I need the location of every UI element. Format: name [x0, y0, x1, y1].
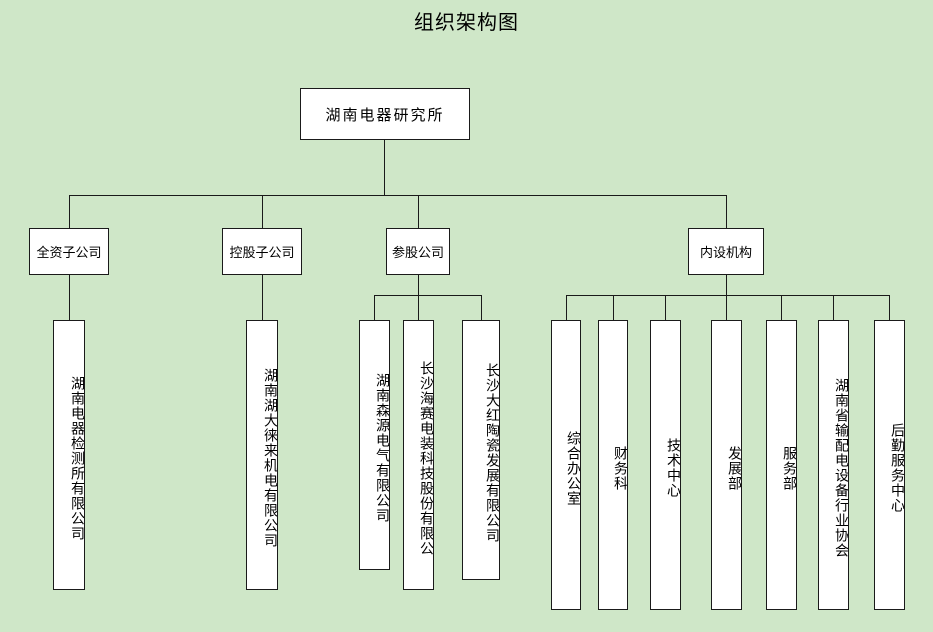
node-leaf-hunan-electric-testing-label: 湖南电器检测所有限公司 — [69, 375, 85, 541]
connector-drop-internal — [726, 195, 727, 228]
node-wholly-owned[interactable]: 全资子公司 — [29, 228, 109, 275]
connector-internal-child-3 — [665, 295, 666, 320]
node-leaf-service-dept-label: 服务部 — [781, 445, 797, 491]
node-root-label: 湖南电器研究所 — [325, 105, 445, 124]
page-title: 组织架构图 — [414, 10, 519, 34]
node-leaf-changsha-dahong-label: 长沙大红陶瓷发展有限公司 — [484, 363, 500, 543]
node-leaf-service-dept[interactable]: 服务部 — [766, 320, 797, 610]
connector-equity-child-2 — [418, 295, 419, 320]
node-leaf-changsha-haisai[interactable]: 长沙海赛电装科技股份有限公 — [403, 320, 434, 590]
node-internal[interactable]: 内设机构 — [688, 228, 764, 275]
node-leaf-changsha-dahong[interactable]: 长沙大红陶瓷发展有限公司 — [462, 320, 500, 580]
connector-internal-child-4 — [726, 295, 727, 320]
node-equity-label: 参股公司 — [391, 246, 444, 261]
connector-root-stem — [384, 140, 385, 195]
node-leaf-technology-center-label: 技术中心 — [665, 438, 681, 498]
connector-internal-child-5 — [781, 295, 782, 320]
connector-equity-bus — [374, 295, 481, 296]
node-leaf-development-dept[interactable]: 发展部 — [711, 320, 742, 610]
connector-wholly-owned-to-child — [69, 275, 70, 320]
node-wholly-owned-label: 全资子公司 — [36, 246, 102, 261]
connector-drop-wholly-owned — [69, 195, 70, 228]
connector-level2-bus — [69, 195, 727, 196]
node-holding[interactable]: 控股子公司 — [222, 228, 302, 275]
node-leaf-changsha-haisai-label: 长沙海赛电装科技股份有限公 — [418, 360, 434, 556]
node-leaf-hunan-hudalailai[interactable]: 湖南湖大徕来机电有限公司 — [246, 320, 278, 590]
node-leaf-hunan-electric-testing[interactable]: 湖南电器检测所有限公司 — [53, 320, 85, 590]
connector-internal-child-2 — [613, 295, 614, 320]
connector-drop-equity — [418, 195, 419, 228]
node-leaf-general-office-label: 综合办公室 — [565, 430, 581, 506]
connector-internal-bus — [566, 295, 889, 296]
connector-internal-child-7 — [889, 295, 890, 320]
node-internal-label: 内设机构 — [699, 246, 752, 261]
node-leaf-hunan-senyuan-label: 湖南森源电气有限公司 — [374, 373, 390, 523]
node-holding-label: 控股子公司 — [229, 246, 295, 261]
connector-drop-holding — [262, 195, 263, 228]
node-leaf-logistics-center-label: 后勤服务中心 — [889, 423, 905, 513]
connector-equity-child-1 — [374, 295, 375, 320]
node-leaf-logistics-center[interactable]: 后勤服务中心 — [874, 320, 905, 610]
node-leaf-hunan-power-association[interactable]: 湖南省输配电设备行业协会 — [818, 320, 849, 610]
node-leaf-technology-center[interactable]: 技术中心 — [650, 320, 681, 610]
node-root[interactable]: 湖南电器研究所 — [300, 88, 470, 140]
connector-internal-child-1 — [566, 295, 567, 320]
node-equity[interactable]: 参股公司 — [386, 228, 450, 275]
connector-internal-child-6 — [833, 295, 834, 320]
node-leaf-finance-section[interactable]: 财务科 — [598, 320, 628, 610]
connector-equity-stem — [418, 275, 419, 295]
node-leaf-hunan-hudalailai-label: 湖南湖大徕来机电有限公司 — [262, 368, 278, 548]
node-leaf-development-dept-label: 发展部 — [726, 445, 742, 491]
connector-equity-child-3 — [481, 295, 482, 320]
connector-internal-stem — [726, 275, 727, 295]
node-leaf-finance-section-label: 财务科 — [612, 445, 628, 491]
node-leaf-hunan-power-association-label: 湖南省输配电设备行业协会 — [833, 378, 849, 558]
node-leaf-general-office[interactable]: 综合办公室 — [551, 320, 581, 610]
connector-holding-to-child — [262, 275, 263, 320]
node-leaf-hunan-senyuan[interactable]: 湖南森源电气有限公司 — [359, 320, 390, 570]
